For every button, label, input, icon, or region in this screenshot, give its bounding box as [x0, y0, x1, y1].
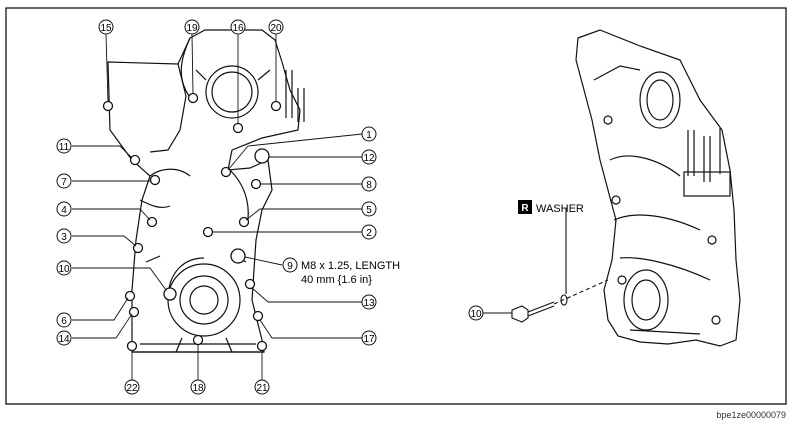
callout-1: 1 [361, 126, 377, 142]
callout-5-label: 5 [366, 205, 372, 216]
callout-3: 3 [56, 228, 72, 244]
bolt-2 [202, 226, 214, 238]
bolt-22 [126, 340, 138, 352]
callout-8: 8 [361, 176, 377, 192]
bolt-spec-line1: M8 x 1.25, LENGTH [301, 260, 400, 272]
callout-9: 9 [282, 257, 298, 273]
bolt-13 [244, 278, 256, 290]
bolt-16 [232, 122, 244, 134]
callout-6: 6 [56, 312, 72, 328]
callout-17-label: 17 [363, 334, 375, 345]
bolt-8 [250, 178, 262, 190]
callout-21: 21 [254, 379, 270, 395]
callout-10-right-label: 10 [470, 309, 482, 320]
callout-2: 2 [361, 224, 377, 240]
bolt-20 [270, 100, 282, 112]
cover-perspective-view [575, 29, 741, 347]
callout-20-label: 20 [270, 23, 282, 34]
image-code: bpe1ze00000079 [716, 410, 786, 420]
leader-lines [72, 33, 363, 380]
callout-15-label: 15 [100, 23, 112, 34]
callout-15: 15 [98, 19, 114, 35]
callout-11-label: 11 [59, 142, 70, 153]
callout-18-label: 18 [192, 383, 204, 394]
callout-13-label: 13 [363, 298, 375, 309]
callout-11: 11 [56, 138, 72, 154]
callout-19: 19 [184, 19, 200, 35]
exploded-bolt [511, 208, 609, 323]
callout-16-label: 16 [232, 23, 244, 34]
bolt-9 [230, 248, 246, 264]
callout-20: 20 [268, 19, 284, 35]
callout-12-label: 12 [363, 153, 375, 164]
callout-17: 17 [361, 330, 377, 346]
callout-16: 16 [230, 19, 246, 35]
callout-18: 18 [190, 379, 206, 395]
callout-7: 7 [56, 173, 72, 189]
callout-3-label: 3 [61, 232, 67, 243]
bolt-11 [129, 154, 141, 166]
callout-21-label: 21 [256, 383, 268, 394]
bolt-12 [254, 148, 270, 164]
callout-9-label: 9 [287, 261, 293, 272]
washer-badge: R [521, 203, 529, 214]
callout-22: 22 [124, 379, 140, 395]
cover-bolts [102, 92, 282, 352]
washer-badge-box [518, 200, 532, 214]
bolt-18 [192, 334, 204, 346]
callout-19-label: 19 [186, 23, 198, 34]
callout-22-label: 22 [126, 383, 138, 394]
callout-13: 13 [361, 294, 377, 310]
callout-10: 10 [56, 260, 72, 276]
callout-5: 5 [361, 201, 377, 217]
callout-4: 4 [56, 201, 72, 217]
callout-14-label: 14 [58, 334, 70, 345]
washer-label: WASHER [536, 203, 584, 215]
bolt-spec-line2: 40 mm {1.6 in} [301, 274, 372, 286]
callout-1-label: 1 [366, 130, 372, 141]
cover-front-view [107, 29, 305, 353]
callout-12: 12 [361, 149, 377, 165]
callout-10-right: 10 [468, 305, 512, 321]
bolt-19 [187, 92, 199, 104]
callout-2-label: 2 [366, 228, 372, 239]
callout-7-label: 7 [61, 177, 67, 188]
bolt-17 [252, 310, 264, 322]
callout-6-label: 6 [61, 316, 67, 327]
diagram-frame [5, 7, 787, 405]
bolt-15 [102, 100, 114, 112]
callout-14: 14 [56, 330, 72, 346]
bolt-7 [149, 174, 161, 186]
callout-4-label: 4 [61, 205, 67, 216]
callout-marks: 15 19 16 20 11 7 4 3 10 6 14 1 12 8 5 2 … [56, 19, 377, 395]
bolt-21 [256, 340, 268, 352]
callout-8-label: 8 [366, 180, 372, 191]
bolt-10 [163, 287, 177, 301]
callout-10-label: 10 [58, 264, 70, 275]
